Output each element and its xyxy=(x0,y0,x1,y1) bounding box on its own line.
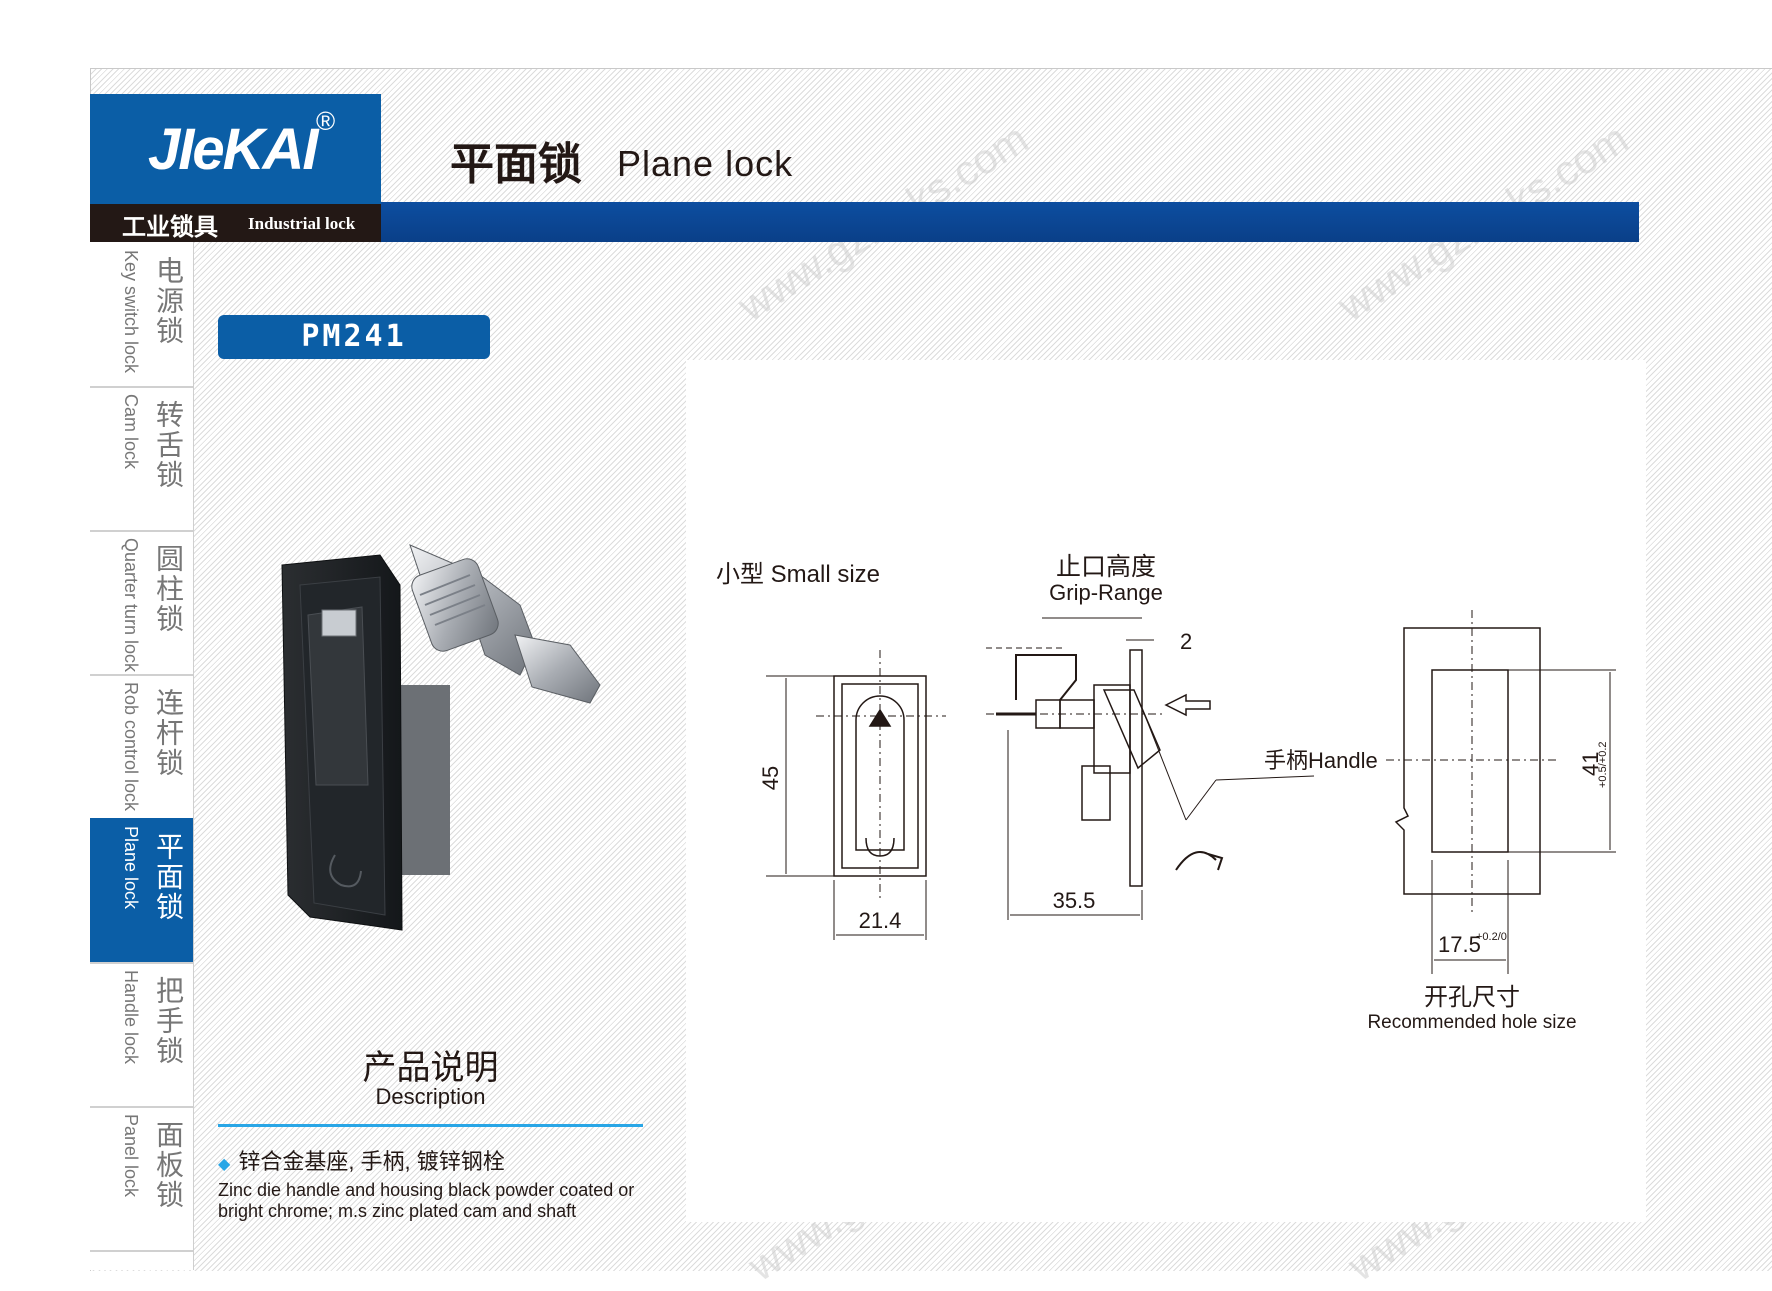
bullet-diamond-icon: ◆ xyxy=(218,1156,231,1173)
hole-height: 41 xyxy=(1578,752,1603,776)
description-body: Zinc die handle and housing black powder… xyxy=(218,1180,635,1221)
logo-subtitle-cn: 工业锁具 xyxy=(122,212,218,241)
grip-range-cn: 止口高度 xyxy=(1056,553,1156,581)
sidebar-item-plane-lock[interactable]: 平面锁 Plane lock xyxy=(90,818,193,964)
hole-size-view xyxy=(1386,610,1616,974)
dim-grip: 2 xyxy=(1180,629,1192,654)
sidebar-item-panel-lock[interactable]: 面板锁 Panel lock xyxy=(90,1106,193,1252)
size-label: 小型 Small size xyxy=(716,561,880,588)
description-title-en: Description xyxy=(375,1084,486,1109)
sidebar-item-rob-control-lock[interactable]: 连杆锁 Rob control lock xyxy=(90,674,193,820)
hole-width-tolerance: +0.2/0 xyxy=(1476,931,1507,943)
registered-mark: ® xyxy=(316,106,336,136)
hole-height-tolerance: +0.5/+0.2 xyxy=(1597,742,1609,789)
logo-subtitle: 工业锁具 Industrial lock xyxy=(90,204,381,242)
description-bullet: ◆ 锌合金基座, 手柄, 镀锌钢栓 xyxy=(218,1144,505,1176)
dim-height: 45 xyxy=(758,766,783,790)
sidebar-item-label-en: Rob control lock xyxy=(121,682,141,812)
header-bar xyxy=(381,202,1639,242)
sidebar-item-label-cn: 面板锁 xyxy=(153,1120,184,1210)
sidebar-item-label-cn: 把手锁 xyxy=(153,976,184,1066)
description-title-cn: 产品说明 xyxy=(362,1049,499,1087)
sidebar-item-label-en: Key switch lock xyxy=(121,250,141,374)
handle-label: 手柄Handle xyxy=(1264,748,1378,773)
sidebar-item-label-cn: 圆柱锁 xyxy=(153,544,184,634)
description-bullet-text: 锌合金基座, 手柄, 镀锌钢栓 xyxy=(238,1149,505,1174)
sidebar-item-label-cn: 平面锁 xyxy=(153,832,184,922)
sidebar-item-key-switch-lock[interactable]: 电源锁 Key switch lock xyxy=(90,242,193,388)
dim-width: 21.4 xyxy=(859,908,902,933)
sidebar-item-label-cn: 转舌锁 xyxy=(153,400,184,490)
brand-logo: JIeKAI ® 工业锁具 Industrial lock xyxy=(90,94,381,242)
hole-size-cn: 开孔尺寸 xyxy=(1424,984,1520,1011)
sidebar-item-label-en: Cam lock xyxy=(121,394,141,470)
sidebar-item-quarter-turn-lock[interactable]: 圆柱锁 Quarter turn lock xyxy=(90,530,193,676)
hole-size-en: Recommended hole size xyxy=(1367,1012,1576,1033)
side-view xyxy=(986,617,1224,920)
sidebar-item-label-cn: 连杆锁 xyxy=(153,688,184,778)
page-title-cn: 平面锁 xyxy=(450,139,582,190)
category-sidebar: 电源锁 Key switch lock 转舌锁 Cam lock 圆柱锁 Qua… xyxy=(90,242,194,1270)
dim-depth: 35.5 xyxy=(1053,888,1096,913)
technical-drawing: 小型 Small size 止口高度 Grip-Range 45 21.4 xyxy=(686,360,1646,1222)
product-photo xyxy=(281,544,601,931)
sidebar-item-label-en: Panel lock xyxy=(121,1114,141,1198)
front-view xyxy=(766,650,946,940)
sidebar-item-handle-lock[interactable]: 把手锁 Handle lock xyxy=(90,962,193,1108)
sidebar-item-label-en: Plane lock xyxy=(121,826,141,910)
logo-subtitle-en: Industrial lock xyxy=(248,214,356,233)
hole-width: 17.5 xyxy=(1438,932,1481,957)
model-badge: PM241 xyxy=(218,315,490,359)
sidebar-item-cam-lock[interactable]: 转舌锁 Cam lock xyxy=(90,386,193,532)
drawing-canvas: 小型 Small size 止口高度 Grip-Range 45 21.4 xyxy=(716,553,1616,1033)
sidebar-item-label-en: Handle lock xyxy=(121,970,141,1065)
logo-wordmark: JIeKAI xyxy=(148,117,319,182)
grip-range-en: Grip-Range xyxy=(1049,580,1163,605)
page-title-en: Plane lock xyxy=(617,143,794,184)
sidebar-item-label-en: Quarter turn lock xyxy=(121,538,141,673)
description-divider xyxy=(218,1124,643,1127)
sidebar-item-label-cn: 电源锁 xyxy=(153,256,184,346)
